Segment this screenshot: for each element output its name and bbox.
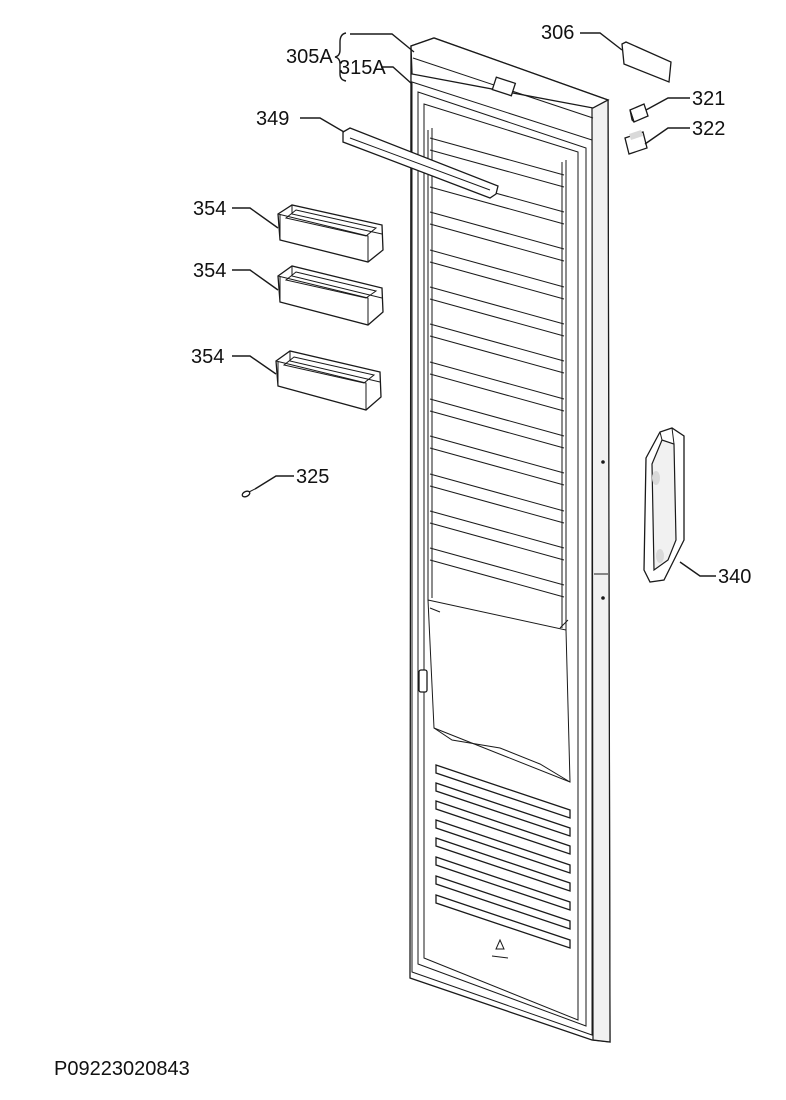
part-322-clip (624, 130, 648, 155)
part-354-bin-bottom (275, 350, 382, 411)
door-hinge-dot (601, 596, 605, 600)
callout-354-bottom: 354 (191, 346, 224, 368)
leader-315A (381, 66, 413, 85)
drawing-code: P09223020843 (54, 1058, 190, 1080)
callout-321: 321 (692, 88, 725, 110)
part-321-clip (629, 103, 649, 123)
callout-354-middle: 354 (193, 260, 226, 282)
part-325-screw (241, 488, 256, 498)
leader-306 (580, 32, 623, 51)
leader-340 (679, 561, 716, 577)
door-outer-frame (409, 37, 611, 1043)
leader-325 (254, 475, 294, 490)
door-hinge-dot (601, 460, 605, 464)
callout-305A: 305A (286, 46, 333, 68)
leader-354-top (232, 207, 279, 229)
callout-340: 340 (718, 566, 751, 588)
door-side-edge (591, 99, 611, 1043)
leader-lines (232, 32, 716, 577)
leader-354-middle (232, 269, 279, 291)
leader-349 (300, 117, 345, 133)
part-349-shelf-bar (342, 127, 499, 199)
callout-322: 322 (692, 118, 725, 140)
door-assembly (409, 37, 611, 1043)
callout-354-top: 354 (193, 198, 226, 220)
door-top-cap (410, 37, 610, 109)
part-354-bin-top (277, 204, 384, 263)
top-cap-slot (491, 76, 517, 97)
callout-306: 306 (541, 22, 574, 44)
leader-305A-bracket (334, 32, 347, 82)
callout-325: 325 (296, 466, 329, 488)
part-306-label-plate (621, 41, 672, 83)
leader-321 (645, 97, 690, 111)
part-354-bin-middle (277, 265, 384, 326)
leader-354-bottom (232, 355, 277, 375)
door-rack-rails (429, 137, 565, 598)
door-side-latch (418, 669, 428, 693)
door-gasket (411, 81, 593, 1036)
leader-305A (350, 33, 415, 53)
leader-322 (644, 127, 690, 145)
callout-349: 349 (256, 108, 289, 130)
part-340-handle (643, 427, 685, 583)
callout-315A: 315A (339, 57, 386, 79)
door-symbol-icon (491, 938, 509, 959)
door-vent-grille (435, 764, 571, 949)
